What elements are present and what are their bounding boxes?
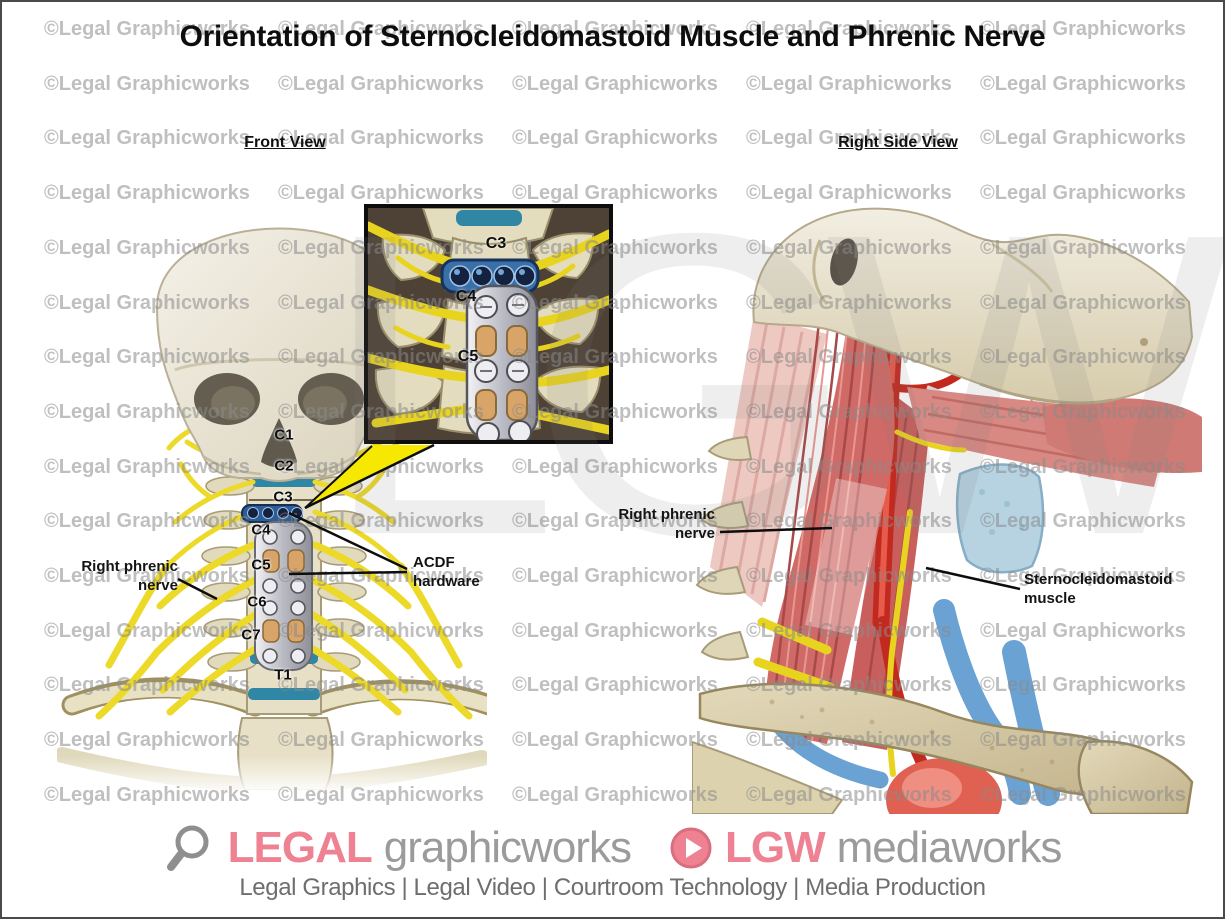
inset-label-c5: C5 bbox=[457, 348, 479, 365]
inset-label-c3: C3 bbox=[485, 235, 507, 252]
brand-legal: LEGAL bbox=[227, 823, 373, 872]
vertebra-label-c2: C2 bbox=[274, 457, 294, 475]
scm-annotation: Sternocleidomastoid muscle bbox=[1024, 570, 1172, 608]
brand-lgw: LGW bbox=[724, 823, 826, 872]
front-phrenic-annotation: Right phrenic nerve bbox=[64, 557, 178, 595]
watermark-tile: ©Legal Graphicworks bbox=[746, 72, 952, 95]
footer-tagline: Legal Graphics | Legal Video | Courtroom… bbox=[239, 874, 986, 901]
acdf-annotation: ACDF hardware bbox=[413, 553, 480, 591]
side-phrenic-line1: Right phrenic bbox=[618, 506, 715, 523]
vertebra-label-c6: C6 bbox=[247, 593, 267, 611]
scm-line2: muscle bbox=[1024, 590, 1076, 607]
watermark-tile: ©Legal Graphicworks bbox=[512, 72, 718, 95]
acdf-line1: ACDF bbox=[413, 554, 455, 571]
watermark-tile: ©Legal Graphicworks bbox=[980, 127, 1186, 150]
vertebra-label-c7: C7 bbox=[241, 626, 261, 644]
acdf-line2: hardware bbox=[413, 573, 480, 590]
front-view-label: Front View bbox=[244, 134, 326, 151]
inset-illustration bbox=[363, 207, 614, 446]
brand-mediaworks: mediaworks bbox=[836, 823, 1063, 872]
footer-brand: LEGAL graphicworks LGW mediaworks bbox=[2, 820, 1223, 876]
side-phrenic-annotation: Right phrenic nerve bbox=[587, 505, 715, 543]
watermark-tile: ©Legal Graphicworks bbox=[512, 783, 718, 806]
watermark-tile: ©Legal Graphicworks bbox=[512, 619, 718, 642]
inset-label-c4: C4 bbox=[455, 288, 477, 305]
vertebra-label-t1: T1 bbox=[274, 666, 292, 684]
vertebra-label-c1: C1 bbox=[274, 426, 294, 444]
play-icon bbox=[670, 827, 712, 869]
watermark-tile: ©Legal Graphicworks bbox=[512, 674, 718, 697]
vertebra-label-c5: C5 bbox=[251, 556, 271, 574]
watermark-tile: ©Legal Graphicworks bbox=[44, 72, 250, 95]
watermark-tile: ©Legal Graphicworks bbox=[512, 455, 718, 478]
front-phrenic-line1: Right phrenic bbox=[81, 558, 178, 575]
watermark-tile: ©Legal Graphicworks bbox=[512, 127, 718, 150]
watermark-tile: ©Legal Graphicworks bbox=[980, 72, 1186, 95]
vertebra-label-c3: C3 bbox=[273, 488, 293, 506]
watermark-tile: ©Legal Graphicworks bbox=[512, 182, 718, 205]
magnifier-icon bbox=[166, 825, 209, 871]
side-view-label: Right Side View bbox=[838, 134, 958, 151]
watermark-tile: ©Legal Graphicworks bbox=[278, 72, 484, 95]
side-phrenic-line2: nerve bbox=[674, 525, 715, 542]
page-title: Orientation of Sternocleidomastoid Muscl… bbox=[179, 20, 1046, 53]
watermark-tile: ©Legal Graphicworks bbox=[44, 127, 250, 150]
hardware-inset bbox=[363, 204, 614, 446]
brand-graphicworks: graphicworks bbox=[383, 823, 632, 872]
vertebra-label-c4: C4 bbox=[251, 521, 271, 539]
scm-line1: Sternocleidomastoid bbox=[1024, 571, 1173, 588]
front-phrenic-line2: nerve bbox=[137, 577, 178, 594]
watermark-tile: ©Legal Graphicworks bbox=[512, 565, 718, 587]
watermark-tile: ©Legal Graphicworks bbox=[512, 729, 718, 752]
side-view-illustration bbox=[692, 207, 1202, 814]
